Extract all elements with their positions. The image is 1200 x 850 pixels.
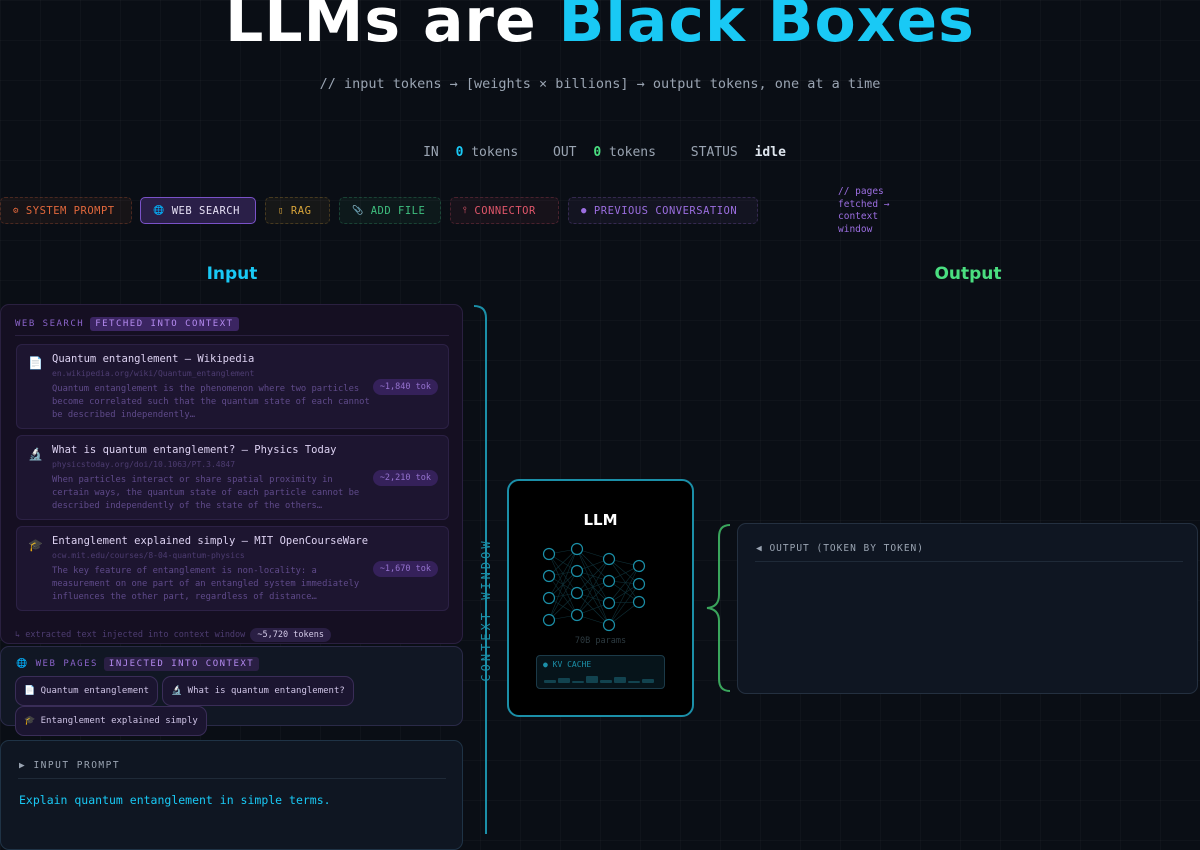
token-stats: IN 0 tokens OUT 0 tokens STATUS idle bbox=[423, 145, 786, 160]
kv-cache-bar bbox=[614, 677, 626, 683]
graduation-cap-icon: 🎓 bbox=[28, 538, 43, 552]
toolbar-button-rag[interactable]: ▯RAG bbox=[265, 197, 330, 224]
network-node bbox=[602, 618, 616, 632]
input-prompt-panel[interactable]: ▶ INPUT PROMPT Explain quantum entanglem… bbox=[0, 740, 463, 850]
toolbar-button-web-search[interactable]: 🌐WEB SEARCH bbox=[140, 197, 256, 224]
document-icon: 📄 bbox=[24, 686, 36, 696]
search-result-card[interactable]: 🔬What is quantum entanglement? — Physics… bbox=[16, 435, 449, 520]
context-window-bracket bbox=[473, 305, 487, 834]
network-edge bbox=[608, 580, 640, 603]
toolbar-button-previous-conversation[interactable]: ●PREVIOUS CONVERSATION bbox=[568, 197, 758, 224]
network-edge bbox=[608, 565, 640, 626]
network-edge bbox=[576, 558, 610, 616]
input-prompt-text[interactable]: Explain quantum entanglement in simple t… bbox=[19, 793, 331, 807]
network-node bbox=[542, 613, 556, 627]
token-badge: ~1,670 tok bbox=[372, 561, 438, 577]
microscope-icon: 🔬 bbox=[28, 447, 43, 461]
network-edge bbox=[576, 580, 610, 616]
output-brace bbox=[706, 524, 731, 692]
llm-title: LLM bbox=[583, 511, 618, 529]
gear-icon: ⚙ bbox=[13, 205, 19, 216]
total-tokens-badge: ~5,720 tokens bbox=[250, 628, 331, 642]
network-node bbox=[602, 596, 616, 610]
kv-cache: ● KV CACHE bbox=[536, 655, 665, 689]
title-plain: LLMs are bbox=[225, 0, 559, 56]
network-edge bbox=[548, 548, 578, 577]
network-node bbox=[602, 552, 616, 566]
network-node bbox=[632, 595, 646, 609]
token-badge: ~1,840 tok bbox=[372, 379, 438, 395]
network-node bbox=[632, 559, 646, 573]
network-node bbox=[542, 547, 556, 561]
globe-icon: 🌐 bbox=[153, 205, 165, 216]
network-edge bbox=[608, 565, 640, 604]
network-edge bbox=[576, 558, 610, 594]
kv-cache-bar bbox=[586, 676, 598, 683]
kv-cache-bar bbox=[642, 679, 654, 683]
graduation-cap-icon: 🎓 bbox=[24, 716, 36, 726]
page-title: LLMs are Black Boxes bbox=[0, 0, 1200, 56]
web-page-chip[interactable]: 🎓 Entanglement explained simply bbox=[15, 706, 207, 736]
network-node bbox=[542, 569, 556, 583]
toolbar-button-system-prompt[interactable]: ⚙SYSTEM PROMPT bbox=[0, 197, 132, 224]
network-edge bbox=[608, 558, 640, 603]
microscope-icon: 🔬 bbox=[171, 686, 183, 696]
database-icon: ▯ bbox=[278, 205, 284, 216]
document-icon: 📄 bbox=[28, 356, 43, 370]
in-token-count: 0 bbox=[455, 145, 464, 160]
network-edge bbox=[548, 548, 578, 621]
toolbar-button-connector[interactable]: ⫯CONNECTOR bbox=[450, 197, 559, 224]
network-node bbox=[570, 608, 584, 622]
toolbar-button-add-file[interactable]: 📎ADD FILE bbox=[339, 197, 441, 224]
network-node bbox=[570, 564, 584, 578]
input-column-header: Input bbox=[206, 264, 258, 284]
network-node bbox=[570, 586, 584, 600]
network-edge bbox=[548, 570, 578, 621]
output-panel: ◀ OUTPUT (TOKEN BY TOKEN) bbox=[737, 523, 1198, 694]
network-edge bbox=[548, 548, 578, 599]
network-node bbox=[542, 591, 556, 605]
web-page-chip[interactable]: 📄 Quantum entanglement bbox=[15, 676, 159, 706]
network-node bbox=[570, 542, 584, 556]
network-edge bbox=[608, 583, 640, 626]
network-node bbox=[632, 577, 646, 591]
fetched-badge: FETCHED INTO CONTEXT bbox=[90, 317, 239, 331]
kv-cache-bar bbox=[600, 680, 612, 683]
neural-network-icon bbox=[542, 542, 646, 632]
chat-bubble-icon: ● bbox=[581, 205, 587, 216]
output-label: ◀ OUTPUT (TOKEN BY TOKEN) bbox=[756, 543, 924, 554]
search-result-card[interactable]: 🎓Entanglement explained simply — MIT Ope… bbox=[16, 526, 449, 611]
output-column-header: Output bbox=[934, 264, 1002, 284]
network-edge bbox=[608, 558, 640, 585]
kv-cache-bar bbox=[544, 680, 556, 683]
globe-icon: 🌐 bbox=[16, 659, 29, 669]
kv-cache-bar bbox=[572, 681, 584, 683]
network-node bbox=[602, 574, 616, 588]
params-label: 70B params bbox=[574, 636, 627, 646]
llm-box: LLM 70B params ● KV CACHE bbox=[507, 479, 694, 717]
context-window-label: CONTEXT WINDOW bbox=[479, 538, 493, 682]
input-prompt-label: ▶ INPUT PROMPT bbox=[19, 760, 121, 771]
paperclip-icon: 📎 bbox=[352, 205, 364, 216]
kv-cache-bar bbox=[628, 681, 640, 683]
subtitle: // input tokens → [weights × billions] →… bbox=[319, 76, 881, 92]
status-value: idle bbox=[754, 145, 786, 160]
injection-note: ↳ extracted text injected into context w… bbox=[15, 628, 331, 642]
title-accent: Black Boxes bbox=[558, 0, 975, 56]
token-badge: ~2,210 tok bbox=[372, 470, 438, 486]
plug-icon: ⫯ bbox=[463, 205, 468, 216]
network-edge bbox=[548, 592, 578, 621]
kv-cache-bar bbox=[558, 678, 570, 683]
network-edge bbox=[608, 601, 640, 626]
web-page-chip[interactable]: 🔬 What is quantum entanglement? bbox=[162, 676, 354, 706]
out-token-count: 0 bbox=[593, 145, 602, 160]
